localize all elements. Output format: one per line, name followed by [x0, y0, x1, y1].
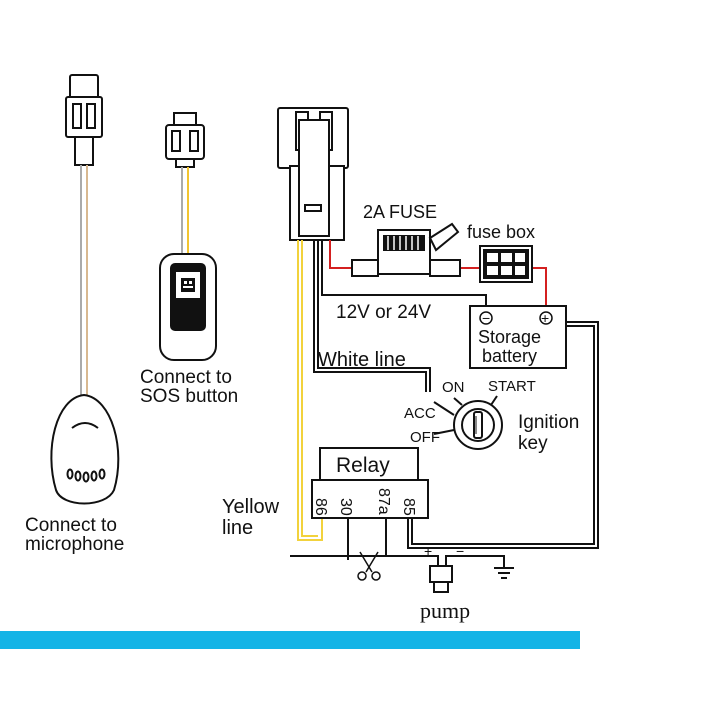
sos-button-assembly	[159, 112, 217, 361]
ignition-label-line2: key	[518, 433, 548, 454]
battery-plus: +	[541, 310, 549, 326]
battery-minus: −	[482, 310, 490, 326]
relay-pin-30: 30	[337, 498, 354, 516]
mic-label-line2: microphone	[25, 534, 124, 555]
pump-icon	[429, 565, 453, 593]
relay-pin-87a: 87a	[375, 488, 392, 515]
wires	[290, 240, 599, 568]
battery-label-line1: Storage	[478, 327, 541, 347]
relay-pin-85: 85	[400, 498, 417, 516]
fuse	[351, 222, 461, 277]
voltage-label: 12V or 24V	[336, 302, 431, 323]
sos-label-line1: Connect to	[140, 367, 232, 388]
mic-label-line1: Connect to	[25, 515, 117, 536]
fuse-box-label: fuse box	[467, 222, 535, 242]
ign-start-label: START	[488, 378, 536, 395]
pump-label: pump	[420, 598, 470, 623]
fuse-label: 2A FUSE	[363, 202, 437, 222]
ground-icon	[494, 567, 514, 579]
relay-pin-86: 86	[312, 498, 329, 516]
scissors-icon	[357, 551, 381, 581]
ign-on-label: ON	[442, 379, 465, 396]
accent-bar	[0, 631, 580, 649]
pump-minus: −	[456, 543, 464, 559]
relay-label: Relay	[336, 454, 390, 477]
yellow-line-label-line1: Yellow	[222, 496, 280, 518]
ignition-label-line1: Ignition	[518, 412, 579, 433]
pump-plus: +	[424, 543, 432, 559]
yellow-line-label-line2: line	[222, 517, 253, 539]
main-connector	[277, 107, 349, 241]
ign-off-label: OFF	[410, 429, 440, 446]
sos-label-line2: SOS button	[140, 386, 238, 407]
relay	[311, 447, 429, 519]
ignition-key-switch	[433, 395, 503, 450]
white-line-label: White line	[318, 349, 406, 371]
battery-label-line2: battery	[482, 346, 537, 366]
fuse-box	[479, 245, 533, 283]
storage-battery	[469, 305, 567, 369]
microphone-assembly	[50, 74, 120, 505]
ign-acc-label: ACC	[404, 405, 436, 422]
